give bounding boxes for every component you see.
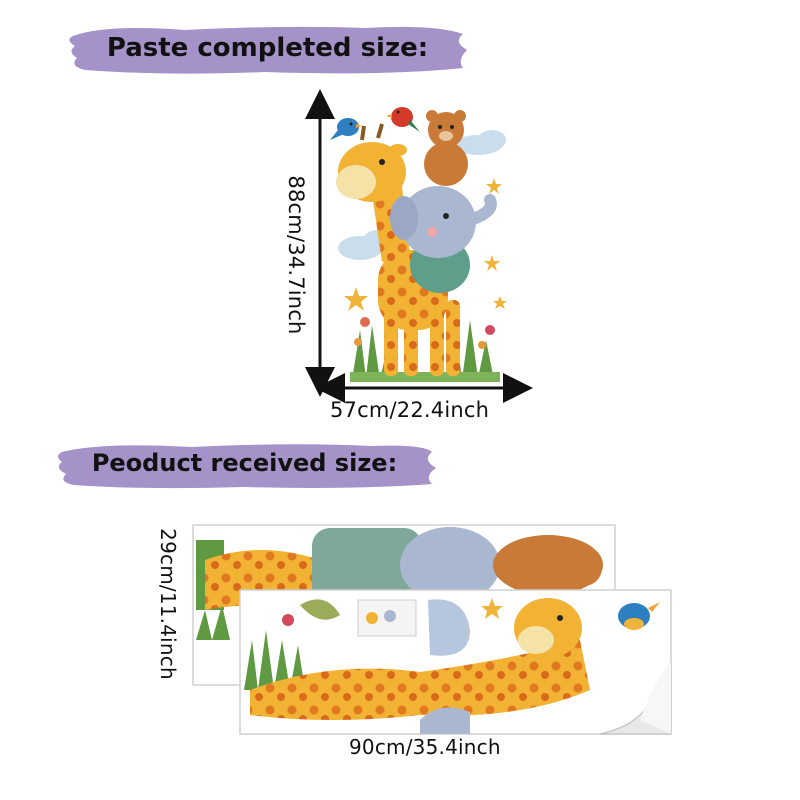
brush-stroke-background <box>58 444 436 489</box>
flower-icon <box>282 599 340 626</box>
elephant-icon <box>390 186 497 293</box>
received-size-title: Peoduct received size: <box>91 449 398 477</box>
received-height-label: 29cm/11.4inch <box>156 528 180 680</box>
bird-icon <box>618 602 660 630</box>
bear-icon <box>424 110 468 186</box>
star-icon <box>481 598 503 619</box>
completed-size-title: Paste completed size: <box>106 33 429 63</box>
received-size-banner: Peoduct received size: <box>52 440 437 490</box>
brush-stroke-background <box>69 26 467 74</box>
received-width-label: 90cm/35.4inch <box>349 735 501 759</box>
grass-patch <box>350 320 500 382</box>
completed-size-banner: Paste completed size: <box>65 22 470 76</box>
flower-icon <box>354 317 495 349</box>
completed-width-label: 57cm/22.4inch <box>330 398 490 422</box>
elephant-icon <box>400 527 500 603</box>
front-sheet <box>239 589 672 735</box>
bird-icon <box>330 118 362 140</box>
bird-icon <box>386 107 420 132</box>
completed-sticker <box>330 107 507 382</box>
giraffe-icon <box>250 640 590 720</box>
elephant-ear <box>428 599 470 656</box>
completed-height-label: 88cm/34.7inch <box>284 175 308 335</box>
star-icon <box>344 178 507 311</box>
